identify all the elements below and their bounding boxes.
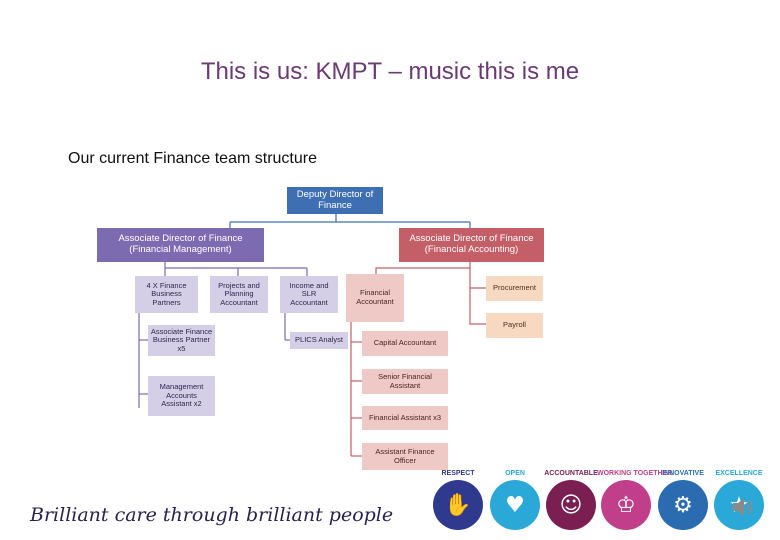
head-profile-icon: ☺ — [559, 492, 583, 518]
value-badge-label: OPEN — [505, 470, 525, 477]
speaker-icon[interactable] — [730, 494, 756, 520]
value-badge-accountable: ACCOUNTABLE ☺ — [544, 470, 598, 530]
value-badge-open: OPEN ♥ — [490, 470, 540, 530]
box-assistant-finance-officer: Assistant Finance Officer — [362, 443, 448, 470]
value-badge-label: RESPECT — [441, 470, 475, 477]
box-payroll: Payroll — [486, 313, 543, 338]
box-management-accounts: Management Accounts Assistant x2 — [148, 376, 215, 416]
slide-title: This is us: KMPT – music this is me — [200, 58, 580, 85]
value-badge-label: ACCOUNTABLE — [544, 470, 598, 477]
box-senior-financial-assistant: Senior Financial Assistant — [362, 369, 448, 394]
people-icon: ♔ — [616, 492, 636, 518]
box-projects-planning: Projects and Planning Accountant — [210, 276, 268, 313]
value-badge-label: WORKING TOGETHER — [597, 470, 673, 477]
value-badge-label: INNOVATIVE — [662, 470, 704, 477]
box-ad-financial-accounting: Associate Director of Finance (Financial… — [399, 228, 544, 262]
tagline: Brilliant care through brilliant people — [30, 504, 394, 526]
box-financial-assistant: Financial Assistant x3 — [362, 406, 448, 430]
box-procurement: Procurement — [486, 276, 543, 301]
value-badge-working-together: WORKING TOGETHER ♔ — [597, 470, 672, 530]
value-badge-label: EXCELLENCE — [715, 470, 763, 477]
value-badge-innovative: INNOVATIVE ⚙ — [658, 470, 708, 530]
gears-icon: ⚙ — [673, 492, 693, 518]
box-associate-finance-bp: Associate Finance Business Partner x5 — [148, 325, 215, 356]
value-badge-respect: RESPECT ✋ — [433, 470, 483, 530]
handshake-icon: ✋ — [444, 492, 472, 518]
box-financial-accountant: Financial Accountant — [346, 274, 404, 322]
box-deputy-director: Deputy Director of Finance — [287, 187, 383, 214]
box-ad-financial-management: Associate Director of Finance (Financial… — [97, 228, 264, 262]
box-income-slr: Income and SLR Accountant — [280, 276, 338, 313]
box-capital-accountant: Capital Accountant — [362, 331, 448, 356]
box-business-partners: 4 X Finance Business Partners — [135, 276, 198, 313]
heart-icon: ♥ — [505, 492, 525, 518]
box-plics-analyst: PLICS Analyst — [290, 332, 348, 349]
slide-subtitle: Our current Finance team structure — [68, 150, 317, 167]
